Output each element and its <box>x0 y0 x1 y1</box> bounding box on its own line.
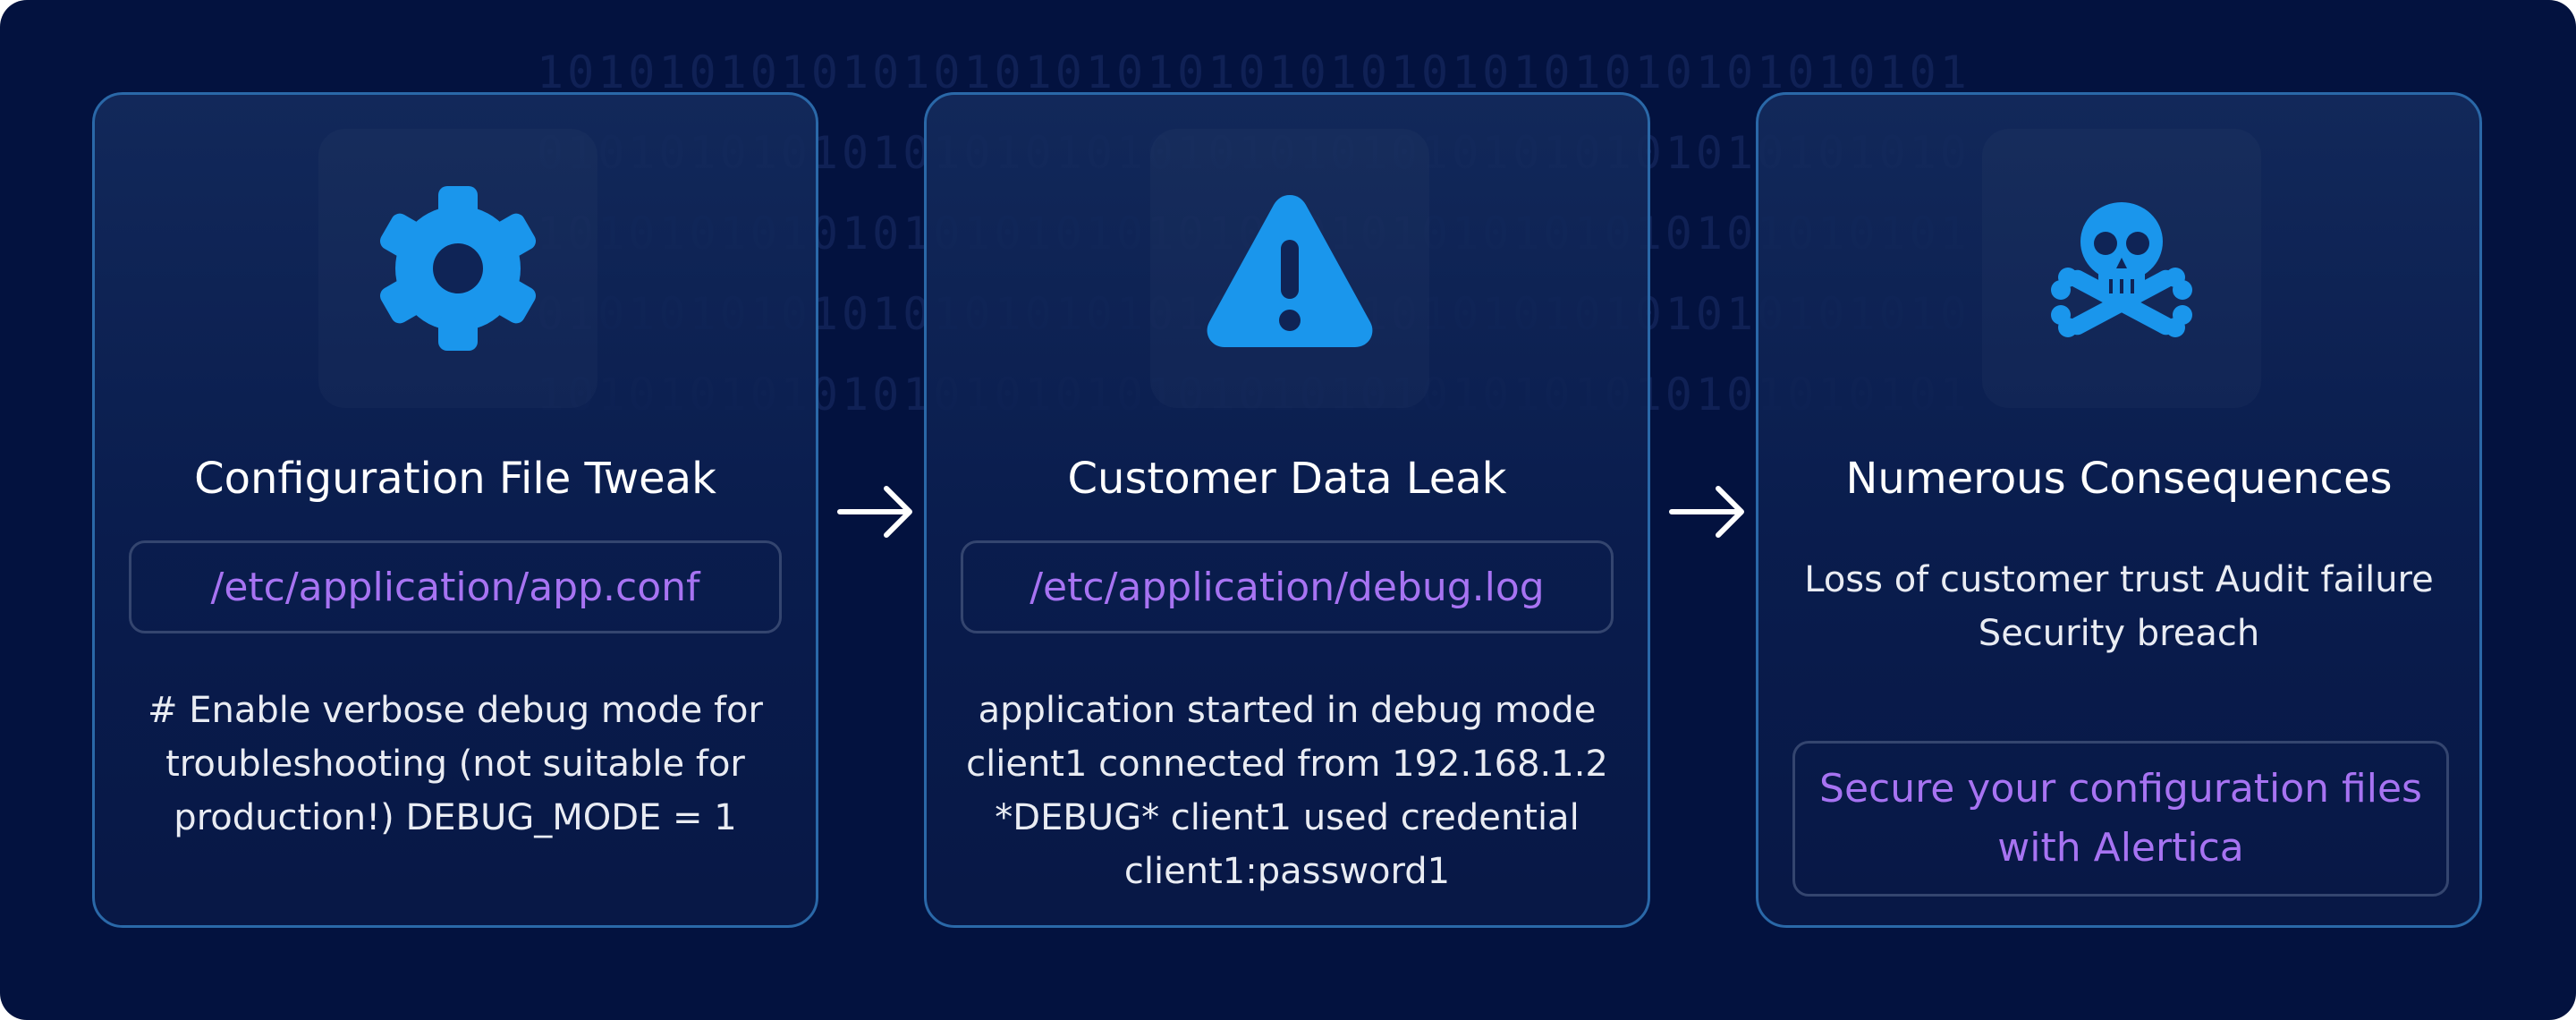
step-title: Customer Data Leak <box>1067 454 1507 504</box>
step-card-data-leak: Customer Data Leak /etc/application/debu… <box>924 92 1650 928</box>
file-path: /etc/application/debug.log <box>1030 564 1545 610</box>
step-card-consequences: Numerous Consequences Loss of customer t… <box>1756 92 2482 928</box>
file-path-box: /etc/application/app.conf <box>129 540 782 633</box>
step-title: Numerous Consequences <box>1845 454 2393 504</box>
cta-box[interactable]: Secure your configuration files with Ale… <box>1792 741 2449 897</box>
binary-row: 1010101010101010101010101010101010101010… <box>537 47 1970 98</box>
file-path-box: /etc/application/debug.log <box>961 540 1614 633</box>
arrow-right-icon <box>836 481 917 542</box>
consequences-list: Loss of customer trust Audit failure Sec… <box>1804 559 2434 654</box>
step-title: Configuration File Tweak <box>194 454 716 504</box>
step-description: # Enable verbose debug mode for troubles… <box>148 690 763 838</box>
step-card-config-tweak: Configuration File Tweak /etc/applicatio… <box>92 92 818 928</box>
warning-icon <box>1200 179 1379 358</box>
arrow-right-icon <box>1668 481 1749 542</box>
gear-icon <box>369 179 547 358</box>
skull-crossbones-icon <box>2032 179 2211 358</box>
log-output: application started in debug mode client… <box>966 690 1608 892</box>
file-path: /etc/application/app.conf <box>210 564 700 610</box>
cta-text: Secure your configuration files with Ale… <box>1819 766 2422 871</box>
